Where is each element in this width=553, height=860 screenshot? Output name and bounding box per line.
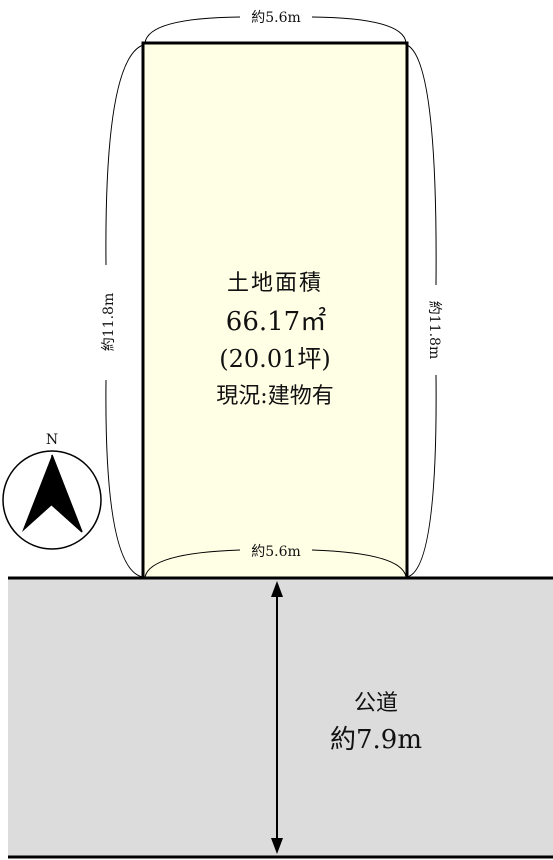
road-width-arrow (271, 581, 283, 854)
lot-outline (141, 41, 409, 580)
left-depth-label: 約11.8m (101, 293, 117, 351)
area-sqm: 66.17㎡ (226, 307, 326, 337)
road-label: 公道 (354, 691, 398, 716)
lot-status: 現況:建物有 (216, 384, 333, 409)
area-tsubo: (20.01坪) (219, 345, 330, 373)
road-area (8, 578, 553, 857)
north-label: N (46, 432, 58, 448)
right-depth-label: 約11.8m (426, 301, 442, 359)
north-arrow-icon (2, 450, 102, 550)
bottom-dimension-arc (144, 549, 407, 578)
left-dimension-arc (105, 44, 144, 578)
top-width-label: 約5.6m (251, 10, 301, 26)
right-dimension-arc (406, 44, 437, 578)
road-width-label: 約7.9m (330, 725, 422, 755)
bottom-width-label: 約5.6m (251, 544, 301, 560)
area-label: 土地面積 (227, 271, 323, 296)
top-dimension-arc (144, 16, 407, 44)
